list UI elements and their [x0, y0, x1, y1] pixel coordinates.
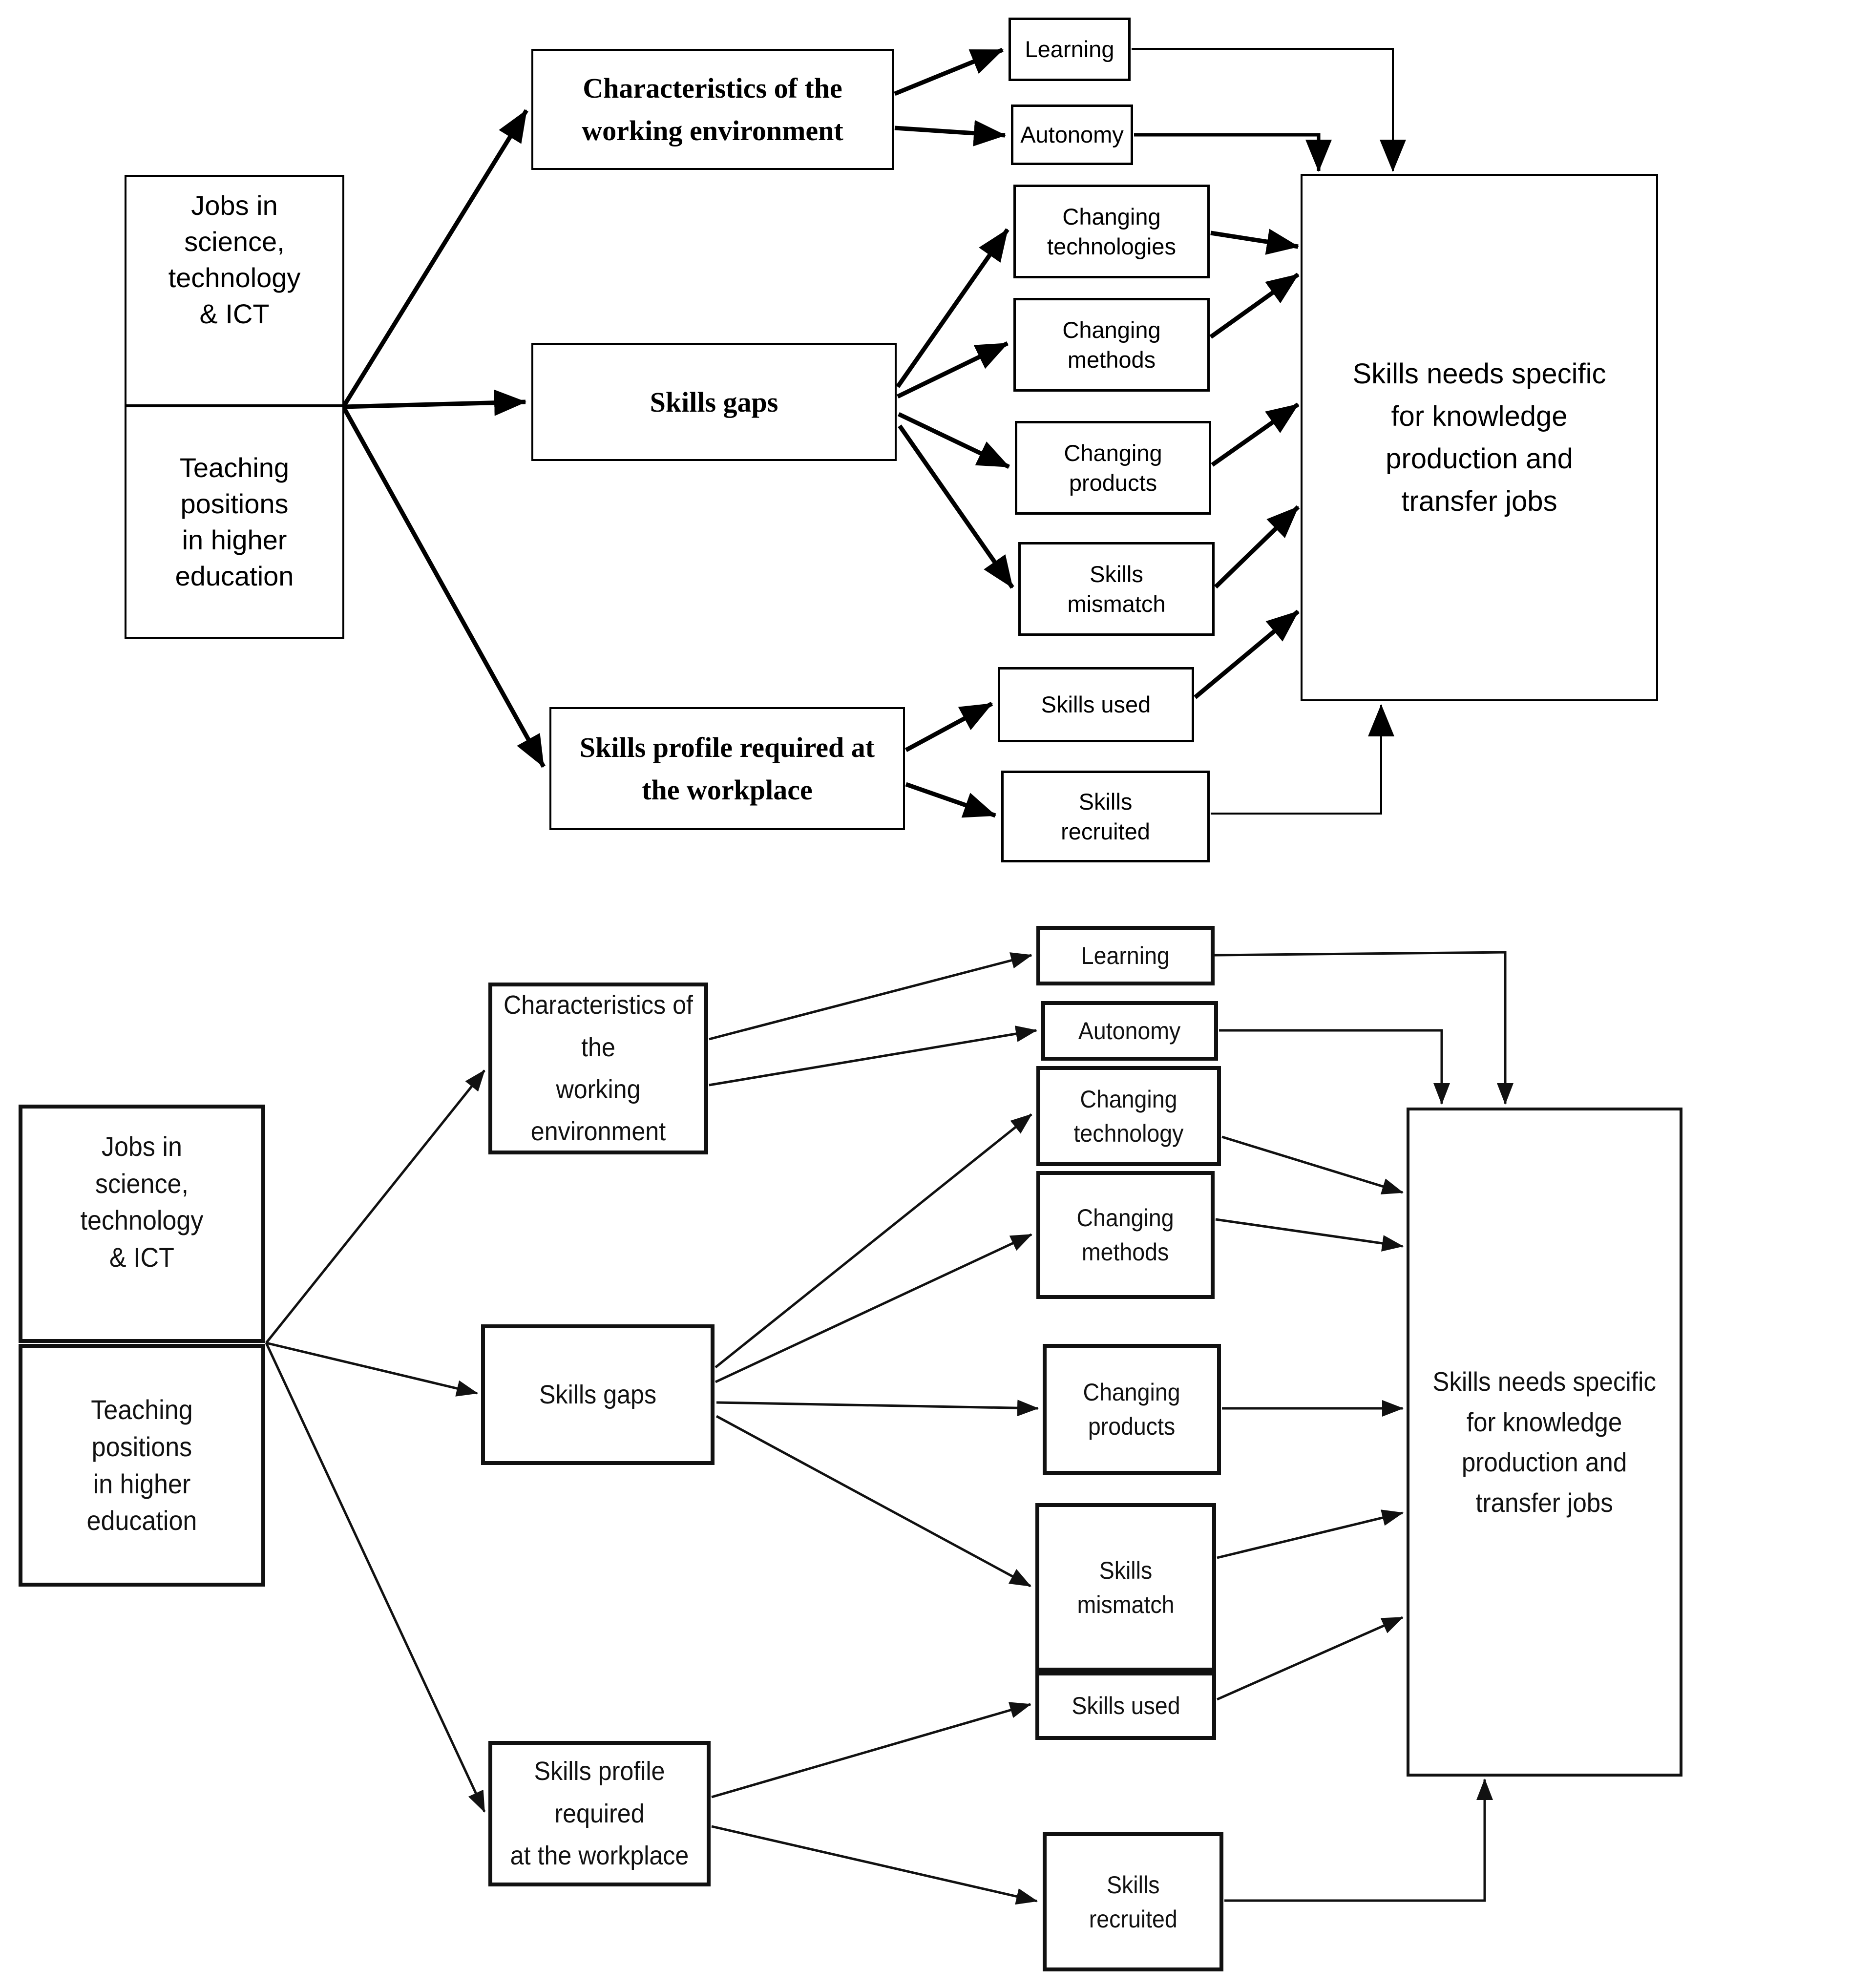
box-learning-bottom: Learning	[1036, 926, 1215, 985]
arrow-gaps-to-products	[716, 1400, 1039, 1417]
box-label: Autonomy	[1078, 1017, 1181, 1045]
arrow-profile-to-used	[904, 702, 993, 752]
arrow-source-to-skillsgaps	[343, 389, 526, 416]
arrow-autonomy-to-outcome	[1219, 1029, 1450, 1105]
arrow-gaps-to-methods	[897, 341, 1009, 399]
box-skillsprofile-top: Skills profile required at the workplace	[549, 707, 905, 830]
box-changing-products-bottom: Changing products	[1043, 1344, 1221, 1475]
box-label: Skills recruited	[1089, 1871, 1177, 1933]
box-characteristics-top: Characteristics of the working environme…	[531, 49, 894, 170]
box-skillsgaps-top: Skills gaps	[531, 343, 897, 461]
box-teaching-bottom: Teaching positions in higher education	[19, 1344, 265, 1587]
arrow-gaps-to-technologies	[896, 228, 1009, 388]
arrow-mismatch-to-outcome	[1217, 1509, 1404, 1559]
arrow-autonomy-to-outcome	[1134, 133, 1332, 172]
arrow-gaps-to-mismatch	[898, 424, 1014, 589]
arrow-recruited-to-outcome	[1211, 704, 1394, 815]
arrow-profile-to-recruited	[711, 1825, 1038, 1905]
box-label: Skills used	[1071, 1692, 1180, 1719]
box-label: Changing technology	[1073, 1085, 1184, 1147]
box-label: Skills gaps	[539, 1380, 657, 1409]
box-changing-technologies-top: Changing technologies	[1013, 185, 1210, 278]
arrow-products-to-outcome	[1211, 402, 1300, 467]
arrow-char-to-learning	[894, 47, 1004, 96]
box-outcome-bottom: Skills needs specific for knowledge prod…	[1407, 1108, 1682, 1777]
arrow-source-to-skillsprofile	[265, 1342, 486, 1813]
box-jobs-bottom: Jobs in science, technology & ICT	[19, 1105, 265, 1343]
box-skills-mismatch-top: Skills mismatch	[1018, 542, 1215, 636]
box-label: Characteristics of the working environme…	[504, 990, 693, 1147]
arrow-technologies-to-outcome	[1210, 229, 1299, 255]
box-changing-technology-bottom: Changing technology	[1036, 1066, 1221, 1166]
arrow-learning-to-outcome	[1132, 48, 1406, 172]
box-label: Learning	[1081, 942, 1170, 969]
arrows-bottom	[265, 951, 1514, 1905]
box-skills-recruited-top: Skills recruited	[1001, 771, 1210, 862]
box-skillsprofile-bottom: Skills profile required at the workplace	[488, 1741, 711, 1886]
arrow-used-to-outcome	[1216, 1616, 1404, 1701]
box-changing-methods-bottom: Changing methods	[1036, 1171, 1215, 1299]
box-skillsgaps-bottom: Skills gaps	[481, 1324, 715, 1465]
arrow-gaps-to-technology	[715, 1113, 1032, 1368]
box-autonomy-bottom: Autonomy	[1041, 1001, 1218, 1061]
box-skills-used-bottom: Skills used	[1035, 1672, 1216, 1740]
box-label: Changing methods	[1076, 1204, 1175, 1266]
arrow-technology-to-outcome	[1221, 1135, 1404, 1194]
arrow-char-to-learning	[709, 952, 1032, 1041]
arrow-source-to-skillsprofile	[341, 405, 546, 768]
box-changing-products-top: Changing products	[1015, 421, 1211, 515]
arrow-source-to-characteristics	[265, 1069, 485, 1344]
box-jobs-top: Jobs in science, technology & ICT	[125, 175, 344, 406]
box-label: Skills profile required at the workplace	[510, 1757, 689, 1871]
arrow-profile-to-used	[711, 1702, 1031, 1799]
box-changing-methods-top: Changing methods	[1013, 298, 1210, 392]
arrow-methods-to-outcome	[1215, 1218, 1404, 1252]
arrow-gaps-to-methods	[715, 1233, 1032, 1383]
box-label: Skills mismatch	[1077, 1556, 1175, 1618]
box-skills-used-top: Skills used	[998, 667, 1194, 742]
box-characteristics-bottom: Characteristics of the working environme…	[488, 983, 708, 1154]
box-label: Skills needs specific for knowledge prod…	[1432, 1366, 1657, 1518]
arrow-char-to-autonomy	[709, 1025, 1037, 1087]
box-label: Teaching positions in higher education	[86, 1394, 197, 1536]
arrow-profile-to-recruited	[905, 782, 996, 818]
box-label: Jobs in science, technology & ICT	[80, 1131, 204, 1273]
arrow-char-to-autonomy	[894, 120, 1006, 146]
arrow-gaps-to-mismatch	[715, 1415, 1031, 1588]
arrow-source-to-skillsgaps	[266, 1341, 478, 1397]
box-learning-top: Learning	[1009, 18, 1131, 81]
arrow-recruited-to-outcome	[1224, 1779, 1493, 1902]
arrow-gaps-to-products	[898, 412, 1010, 469]
box-autonomy-top: Autonomy	[1011, 105, 1133, 165]
box-skills-mismatch-bottom: Skills mismatch	[1035, 1503, 1216, 1672]
box-outcome-top: Skills needs specific for knowledge prod…	[1301, 174, 1658, 701]
arrow-learning-to-outcome	[1214, 951, 1514, 1105]
box-skills-recruited-bottom: Skills recruited	[1043, 1832, 1223, 1971]
arrow-methods-to-outcome	[1209, 272, 1300, 339]
arrow-source-to-characteristics	[341, 109, 528, 408]
box-teaching-top: Teaching positions in higher education	[125, 405, 344, 639]
arrow-mismatch-to-outcome	[1214, 505, 1300, 589]
box-label: Changing products	[1083, 1379, 1181, 1440]
